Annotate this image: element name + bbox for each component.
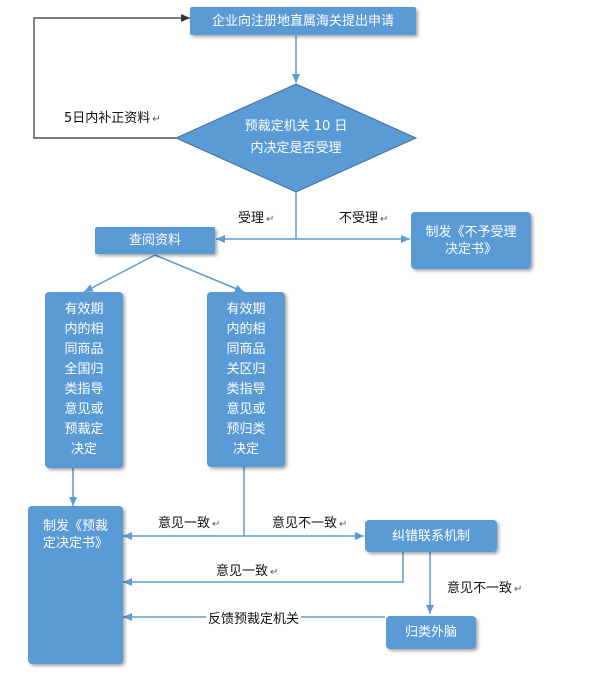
- label-disagree-2-text: 意见不一致: [447, 581, 513, 596]
- decision-line-2: 内决定是否受理: [250, 141, 342, 156]
- label-agree-2: 意见一致↵: [216, 564, 279, 579]
- national-line: 同商品: [64, 342, 104, 357]
- national-line: 有效期: [64, 302, 104, 317]
- label-agree-1-text: 意见一致: [158, 516, 211, 531]
- label-not-accept: 不受理↵: [339, 211, 389, 226]
- correction-node-label: 纠错联系机制: [391, 528, 470, 544]
- national-guidance-node: 有效期内的相同商品全国归类指导意见或预裁定决定: [45, 292, 123, 468]
- decision-text: 预裁定机关 10 日 内决定是否受理: [216, 116, 376, 160]
- head-office-node: 归类外脑: [386, 616, 476, 649]
- correction-node: 纠错联系机制: [365, 520, 497, 552]
- label-not-accept-text: 不受理: [339, 211, 379, 226]
- head-office-label: 归类外脑: [404, 625, 457, 640]
- reject-node: 制发《不予受理决定书》: [411, 212, 531, 269]
- customs-guidance-node: 有效期内的相同商品关区归类指导意见或预归类决定: [207, 292, 285, 467]
- national-line: 全国归: [64, 362, 104, 377]
- customs-line: 类指导: [226, 381, 266, 397]
- arrow-correction-to-issue: [123, 552, 404, 586]
- start-node-label: 企业向注册地直属海关提出申请: [211, 13, 394, 29]
- label-disagree-1: 意见不一致↵: [272, 516, 348, 531]
- review-node: 查阅资料: [95, 227, 215, 254]
- label-feedback: 反馈预裁定机关: [206, 608, 302, 627]
- national-line: 预裁定: [64, 422, 104, 437]
- customs-line: 决定: [232, 441, 259, 457]
- label-agree-2-text: 意见一致: [216, 564, 269, 579]
- customs-guidance-text: 有效期内的相同商品关区归类指导意见或预归类决定: [226, 300, 265, 460]
- national-guidance-text: 有效期内的相同商品全国归类指导意见或预裁定决定: [64, 300, 103, 460]
- label-supplement: 5日内补正资料↵: [64, 111, 161, 126]
- review-node-label: 查阅资料: [128, 233, 181, 248]
- label-supplement-text: 5日内补正资料: [64, 111, 151, 126]
- customs-line: 意见或: [226, 401, 266, 417]
- arrow-review-to-customs: [154, 254, 245, 293]
- customs-line: 同商品: [226, 341, 266, 357]
- decision-line-1: 预裁定机关 10 日: [244, 119, 348, 134]
- reject-node-label: 制发《不予受理决定书》: [425, 224, 517, 257]
- national-line: 类指导: [64, 382, 104, 397]
- issue-ruling-node: 制发《预裁定决定书》: [28, 506, 123, 664]
- national-line: 决定: [70, 442, 97, 457]
- customs-line: 内的相: [226, 321, 266, 337]
- national-line: 内的相: [64, 322, 104, 337]
- label-accept-text: 受理: [238, 211, 265, 226]
- start-node: 企业向注册地直属海关提出申请: [190, 7, 416, 35]
- arrow-supplement-loop: [33, 14, 190, 139]
- customs-line: 关区归: [226, 361, 266, 377]
- label-disagree-1-text: 意见不一致: [272, 516, 338, 531]
- national-line: 意见或: [64, 402, 104, 417]
- label-accept: 受理↵: [238, 211, 275, 226]
- label-agree-1: 意见一致↵: [158, 516, 221, 531]
- label-feedback-text: 反馈预裁定机关: [208, 612, 300, 627]
- label-disagree-2: 意见不一致↵: [447, 581, 523, 596]
- customs-line: 预归类: [226, 421, 266, 437]
- customs-line: 有效期: [226, 301, 266, 317]
- issue-ruling-label: 制发《预裁定决定书》: [42, 519, 108, 551]
- arrow-review-to-national: [83, 254, 156, 293]
